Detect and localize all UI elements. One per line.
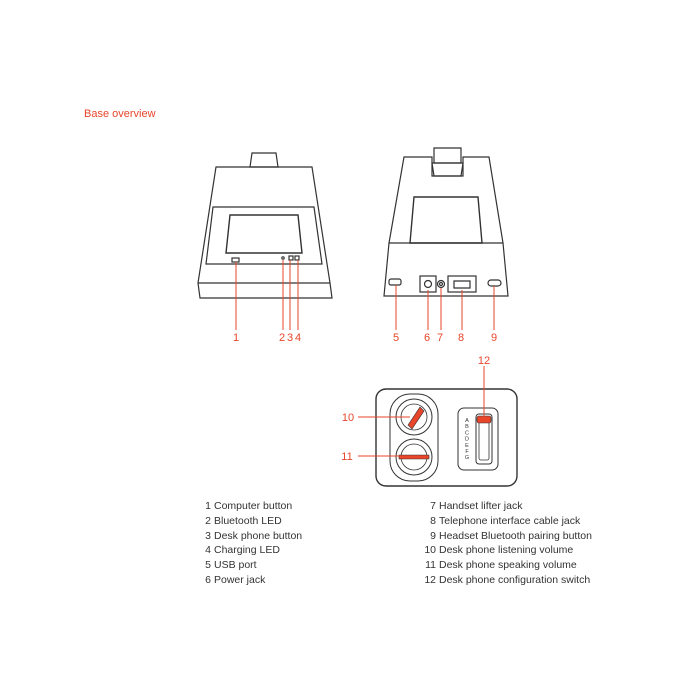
legend-number: 10 — [424, 544, 436, 557]
base-front-view — [197, 152, 333, 299]
control-panel-detail — [375, 388, 518, 487]
legend-number: 7 — [430, 500, 436, 512]
callout-10: 10 — [342, 412, 354, 424]
callout-12: 12 — [478, 355, 490, 367]
charging-led — [294, 255, 300, 261]
callout-2: 2 — [279, 332, 285, 344]
bluetooth-pairing-button — [487, 279, 502, 287]
switch-letter-F: F — [465, 449, 469, 455]
legend-number: 2 — [205, 514, 211, 527]
legend-label: Desk phone button — [214, 529, 303, 542]
power-jack — [419, 275, 437, 293]
legend-number: 4 — [205, 544, 211, 557]
callout-11: 11 — [341, 451, 352, 463]
usb-port — [388, 278, 402, 286]
switch-letter-E: E — [465, 443, 469, 449]
legend-label: Telephone interface cable jack — [439, 514, 581, 527]
switch-letter-G: G — [465, 455, 469, 461]
base-back-view — [383, 147, 509, 297]
legend-label: Desk phone listening volume — [439, 544, 574, 557]
legend-number: 11 — [425, 559, 436, 572]
legend-number: 12 — [424, 573, 436, 586]
legend-number: 5 — [205, 559, 211, 572]
callout-4: 4 — [295, 332, 301, 344]
switch-letter-B: B — [465, 424, 469, 430]
section-title: Base overview — [84, 108, 156, 120]
legend-label: Bluetooth LED — [214, 514, 282, 527]
switch-letter-D: D — [465, 437, 469, 443]
legend-label: Desk phone speaking volume — [439, 559, 577, 572]
legend-number: 6 — [205, 573, 211, 586]
switch-letter-A: A — [465, 418, 469, 424]
telephone-interface-jack — [447, 275, 477, 293]
bluetooth-led — [281, 256, 285, 260]
legend-label: Computer button — [214, 500, 293, 512]
leader-lines-top — [235, 260, 495, 330]
switch-letter-C: C — [465, 430, 469, 436]
callout-1: 1 — [233, 332, 239, 344]
callout-9: 9 — [491, 332, 497, 344]
legend-label: Power jack — [214, 573, 266, 586]
handset-lifter-jack — [436, 279, 446, 289]
computer-button-icon — [231, 257, 240, 263]
speaking-volume-dial — [395, 438, 433, 476]
legend-label: Handset lifter jack — [439, 500, 523, 512]
legend-label: Charging LED — [214, 544, 280, 557]
legend-number: 8 — [430, 514, 436, 527]
legend-number: 3 — [205, 529, 211, 542]
leader-lines-bottom — [358, 366, 485, 457]
desk-phone-button-icon — [288, 255, 294, 261]
legend-number: 1 — [205, 500, 211, 512]
legend-label: Headset Bluetooth pairing button — [439, 529, 592, 542]
callout-7: 7 — [437, 332, 443, 344]
legend-number: 9 — [430, 529, 436, 542]
callout-5: 5 — [393, 332, 399, 344]
legend-label: USB port — [214, 559, 257, 572]
callout-3: 3 — [287, 332, 293, 344]
callout-6: 6 — [424, 332, 430, 344]
legend-label: Desk phone configuration switch — [439, 573, 591, 586]
callout-8: 8 — [458, 332, 464, 344]
